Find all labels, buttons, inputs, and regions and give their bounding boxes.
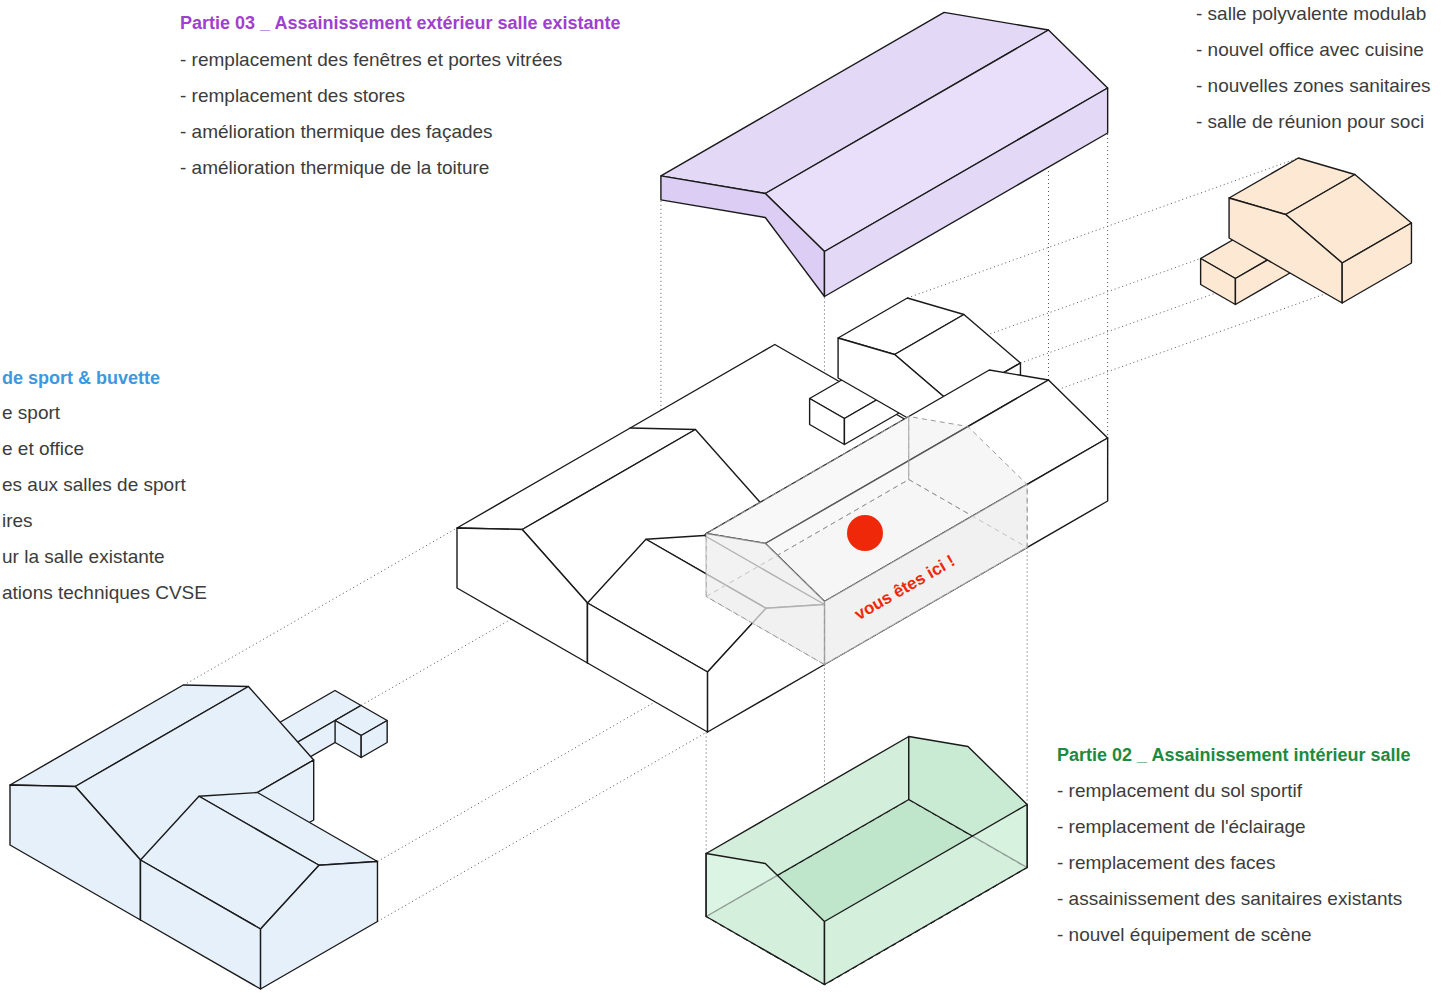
building-volume-face	[810, 399, 845, 445]
list-item: - nouvel office avec cuisine	[1196, 39, 1424, 61]
annex-volume-face	[1201, 259, 1236, 305]
list-item: ires	[2, 510, 33, 532]
list-item: es aux salles de sport	[2, 474, 186, 496]
sport-wing-volume-face	[261, 862, 378, 990]
sport-wing-volume-face	[361, 721, 387, 758]
building-volume-face	[588, 603, 708, 732]
list-item: - remplacement des stores	[180, 85, 405, 107]
list-item: - remplacement de l'éclairage	[1057, 816, 1306, 838]
ghost-volume	[706, 417, 1027, 665]
annex-volume-face	[1229, 198, 1342, 303]
ghost-volume-face	[706, 534, 824, 665]
annex-volume-face	[1342, 223, 1411, 303]
list-item: ations techniques CVSE	[2, 582, 207, 604]
roof-volume	[661, 12, 1108, 296]
section-title: Partie 03 _ Assainissement extérieur sal…	[180, 12, 621, 34]
list-item: - remplacement des fenêtres et portes vi…	[180, 49, 562, 71]
building-volume-face	[457, 528, 588, 663]
interior-volume-face	[706, 854, 824, 985]
sport-wing-volume-face	[335, 721, 361, 758]
list-item: - nouvel équipement de scène	[1057, 924, 1312, 946]
ghost-volume-face	[824, 485, 1027, 665]
leader-line	[1027, 548, 1028, 805]
leader-lines	[10, 54, 1411, 922]
roof-volume-face	[824, 88, 1107, 297]
list-item: - amélioration thermique des façades	[180, 121, 493, 143]
sport-wing-volume-face	[10, 785, 141, 920]
sport-wing-volume-face	[141, 860, 261, 989]
list-item: - amélioration thermique de la toiture	[180, 157, 489, 179]
section-title: de sport & buvette	[2, 367, 160, 389]
list-item: - salle de réunion pour soci	[1196, 111, 1424, 133]
list-item: - remplacement du sol sportif	[1057, 780, 1302, 802]
location-label: vous êtes ici !	[851, 550, 959, 625]
list-item: - nouvelles zones sanitaires	[1196, 75, 1430, 97]
list-item: e sport	[2, 402, 60, 424]
location-dot	[847, 515, 883, 551]
list-item: - remplacement des faces	[1057, 852, 1276, 874]
list-item: - assainissement des sanitaires existant…	[1057, 888, 1402, 910]
sport-wing-volume	[141, 793, 378, 990]
list-item: ur la salle existante	[2, 546, 165, 568]
roof-volume-face	[661, 176, 825, 297]
volumes	[10, 12, 1411, 989]
interior-volume	[706, 737, 1027, 985]
list-item: - salle polyvalente modulab	[1196, 3, 1426, 25]
building-volume	[706, 370, 1108, 665]
sport-wing-volume	[335, 706, 387, 758]
section-title: Partie 02 _ Assainissement intérieur sal…	[1057, 744, 1411, 766]
interior-volume-face	[824, 805, 1027, 985]
leader-line	[1107, 133, 1108, 459]
list-item: e et office	[2, 438, 84, 460]
annex-volume	[1229, 158, 1411, 303]
